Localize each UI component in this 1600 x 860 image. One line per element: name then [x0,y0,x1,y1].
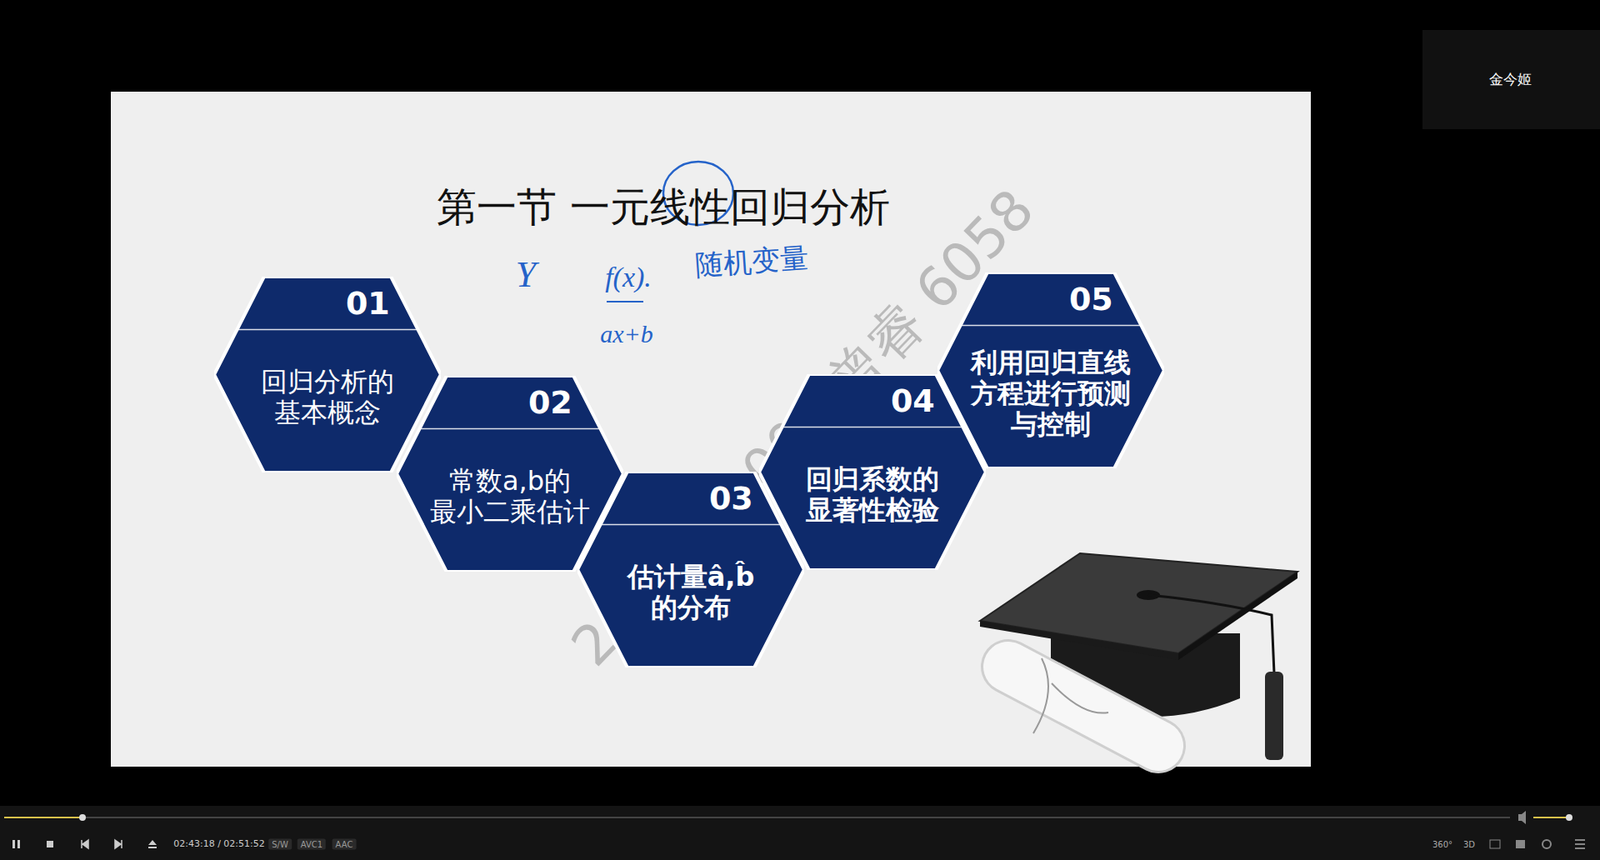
body-area: 常数a,b的 最小二乘估计 [419,434,601,560]
number-area: 04 [759,381,935,421]
diploma [1008,666,1159,746]
topic-text: 常数a,b的 最小二乘估计 [419,465,601,528]
handwritten-note: f(x). [605,261,652,293]
number-rule [960,324,1142,326]
video-thumb-panel [1422,30,1600,130]
annotation-underline [606,300,644,303]
prev-icon [81,840,89,849]
callout-number: 01 [345,285,390,322]
number-rule [419,427,601,430]
search-icon [1490,840,1500,849]
volume-icon [1518,810,1526,825]
pause-icon [17,840,20,849]
progress-track [4,816,1510,819]
number-area: 02 [396,383,573,423]
cap-board [980,553,1298,654]
callout-number: 02 [528,384,573,421]
capture-icon [1515,840,1525,849]
graduation-cap [980,553,1298,760]
hexagon-topic: 01 回归分析的 基本概念 [214,276,441,473]
hexagon-topic: 02 常数a,b的 最小二乘估计 [396,375,624,572]
player-button: 3D [1463,840,1475,850]
volume-knob [1565,814,1573,821]
number-area: 01 [214,284,390,324]
number-rule [600,523,782,525]
body-area: 回归系数的 显著性检验 [781,432,964,558]
progress-fill [4,816,83,819]
handwritten-note: ax+b [600,320,654,348]
number-area: 03 [577,479,754,519]
number-area: 05 [937,280,1114,320]
time-display: 02:43:18 / 02:51:52 [173,839,265,850]
body-area: 回归分析的 基本概念 [236,335,419,460]
menu-icon [1575,840,1585,849]
eject-icon [148,840,157,849]
hexagon-topic: 05 利用回归直线 方程进行预测 与控制 [937,272,1165,469]
callout-number: 03 [709,480,754,517]
body-area: 利用回归直线 方程进行预测 与控制 [960,330,1142,456]
slide-ground [110,91,1311,767]
topic-text: 利用回归直线 方程进行预测 与控制 [960,347,1142,440]
diploma-shadow [1008,666,1159,746]
hexagon-topic: 04 回归系数的 显著性检验 [759,374,986,570]
topic-text: 回归系数的 显著性检验 [781,464,964,526]
hexagon-fill [577,471,805,668]
presenter-name: 金今姬 [1489,71,1532,88]
tassel [1265,671,1284,760]
body-area: 估计量â,b̂ 的分布 [600,530,782,655]
callout-number: 04 [890,382,935,420]
cap-board-edge [1178,571,1298,660]
tassel-cord [1148,595,1275,674]
topic-text: 估计量â,b̂ 的分布 [600,561,782,624]
diploma-ribbon [1033,658,1109,734]
volume-slider [1533,816,1570,819]
hexagon-fill [214,276,441,473]
codec-badge: AVC1 [297,839,326,850]
hexagon-fill [396,375,624,572]
topic-text: 回归分析的 基本概念 [236,366,419,429]
stop-icon [46,840,54,848]
progress-knob [79,814,86,821]
hexagon-fill [937,272,1165,469]
codec-badge: AAC [332,839,357,850]
settings-icon [1542,840,1551,849]
handwritten-note: 随机变量 [694,242,810,282]
hexagon-fill [759,374,986,570]
callout-number: 05 [1069,280,1114,318]
next-icon [115,840,122,849]
hexagon-topic: 03 估计量â,b̂ 的分布 [577,471,805,668]
handwritten-note: Y [515,255,536,295]
slide-title: 第一节 一元线性回归分析 [436,180,890,235]
pause-icon [12,840,15,849]
codec-badge: S/W [268,839,292,850]
number-rule [236,328,419,330]
player-bar [0,805,1600,860]
player-button: 360° [1432,840,1453,850]
number-rule [781,425,964,428]
